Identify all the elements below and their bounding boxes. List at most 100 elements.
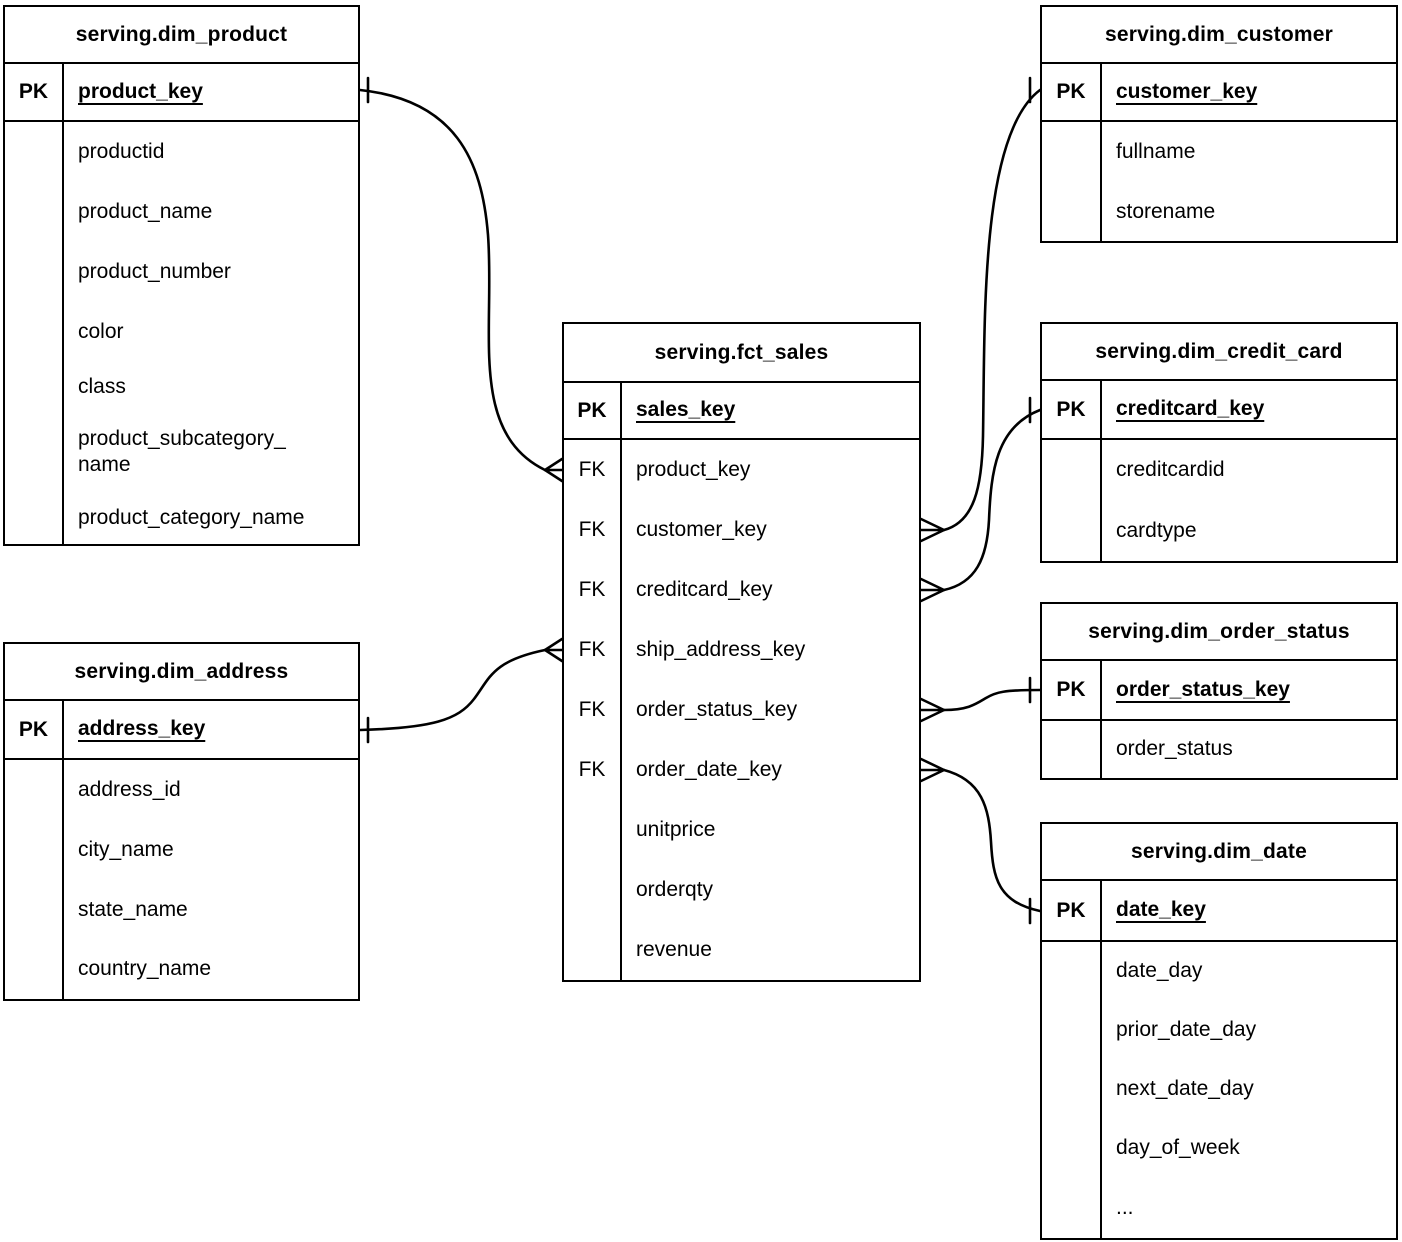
field-row: date_day bbox=[1042, 942, 1396, 1001]
field-customer-key: customer_key bbox=[1116, 79, 1258, 103]
field-fullname: fullname bbox=[1116, 140, 1196, 164]
key-cell bbox=[5, 302, 64, 362]
dim-product-title: serving.dim_product bbox=[5, 7, 358, 64]
field-row: order_status bbox=[1042, 721, 1396, 778]
table-dim-order-status: serving.dim_order_status PK order_status… bbox=[1040, 602, 1398, 780]
field-ellipsis: ... bbox=[1116, 1195, 1134, 1219]
key-cell: PK bbox=[5, 701, 64, 758]
key-cell: FK bbox=[564, 560, 622, 620]
crow-foot-many-marker bbox=[919, 757, 946, 783]
relationship-line bbox=[358, 648, 547, 732]
key-cell: PK bbox=[564, 383, 622, 438]
field-creditcard-key: creditcard_key bbox=[1116, 397, 1265, 421]
field-row: creditcardid bbox=[1042, 440, 1396, 501]
field-cardtype: cardtype bbox=[1116, 518, 1197, 542]
key-cell bbox=[1042, 1060, 1102, 1119]
field-row: storename bbox=[1042, 183, 1396, 241]
dim-order-status-title: serving.dim_order_status bbox=[1042, 604, 1396, 661]
field-row: FK ship_address_key bbox=[564, 620, 919, 680]
pk-row: PK sales_key bbox=[564, 383, 919, 440]
relationship-line bbox=[942, 88, 1042, 532]
pk-row: PK creditcard_key bbox=[1042, 381, 1396, 440]
key-cell: PK bbox=[1042, 881, 1102, 940]
field-row: FK creditcard_key bbox=[564, 560, 919, 620]
pk-row: PK product_key bbox=[5, 64, 358, 122]
field-order-status-key-fk: order_status_key bbox=[636, 697, 798, 721]
field-row: address_id bbox=[5, 760, 358, 820]
field-state-name: state_name bbox=[78, 897, 188, 921]
field-row: class bbox=[5, 362, 358, 412]
key-cell bbox=[564, 860, 622, 920]
field-next-date-day: next_date_day bbox=[1116, 1077, 1254, 1101]
field-order-status-key: order_status_key bbox=[1116, 677, 1290, 701]
key-cell bbox=[5, 492, 64, 544]
field-row: product_name bbox=[5, 182, 358, 242]
field-row: productid bbox=[5, 122, 358, 182]
field-date-day: date_day bbox=[1116, 959, 1203, 983]
key-cell bbox=[5, 760, 64, 820]
field-prior-date-day: prior_date_day bbox=[1116, 1018, 1257, 1042]
field-day-of-week: day_of_week bbox=[1116, 1136, 1240, 1160]
field-row: unitprice bbox=[564, 800, 919, 860]
crow-foot-many-marker bbox=[919, 577, 946, 603]
field-order-date-key-fk: order_date_key bbox=[636, 757, 782, 781]
key-cell bbox=[5, 182, 64, 242]
key-cell bbox=[5, 412, 64, 492]
field-product-number: product_number bbox=[78, 259, 231, 283]
field-row: city_name bbox=[5, 820, 358, 880]
key-cell bbox=[1042, 1178, 1102, 1238]
field-country-name: country_name bbox=[78, 957, 212, 981]
field-row: product_category_name bbox=[5, 492, 358, 544]
field-row: color bbox=[5, 302, 358, 362]
key-cell bbox=[5, 940, 64, 999]
pk-row: PK date_key bbox=[1042, 881, 1396, 942]
field-orderqty: orderqty bbox=[636, 877, 714, 901]
key-cell bbox=[1042, 1119, 1102, 1178]
key-cell bbox=[564, 800, 622, 860]
field-row: FK customer_key bbox=[564, 500, 919, 560]
field-row: ... bbox=[1042, 1178, 1396, 1238]
field-creditcard-key-fk: creditcard_key bbox=[636, 577, 773, 601]
key-cell bbox=[1042, 721, 1102, 778]
field-class: class bbox=[78, 374, 126, 398]
table-dim-customer: serving.dim_customer PK customer_key ful… bbox=[1040, 5, 1398, 243]
field-ship-address-key-fk: ship_address_key bbox=[636, 637, 806, 661]
key-cell bbox=[1042, 183, 1102, 241]
field-row: cardtype bbox=[1042, 501, 1396, 561]
key-cell: FK bbox=[564, 500, 622, 560]
relationship-dim-date-fct-sales bbox=[919, 757, 1042, 925]
field-row: product_number bbox=[5, 242, 358, 302]
field-unitprice: unitprice bbox=[636, 817, 716, 841]
key-cell bbox=[1042, 440, 1102, 501]
pk-row: PK customer_key bbox=[1042, 64, 1396, 122]
key-cell bbox=[564, 920, 622, 980]
key-cell bbox=[1042, 122, 1102, 183]
field-row: day_of_week bbox=[1042, 1119, 1396, 1178]
field-product-key: product_key bbox=[78, 79, 203, 103]
field-row: next_date_day bbox=[1042, 1060, 1396, 1119]
key-cell bbox=[5, 820, 64, 880]
relationship-dim-address-fct-sales bbox=[358, 637, 564, 744]
field-product-key-fk: product_key bbox=[636, 457, 751, 481]
field-row: product_subcategory_name bbox=[5, 412, 358, 492]
relationship-dim-credit-card-fct-sales bbox=[919, 396, 1042, 603]
key-cell: FK bbox=[564, 440, 622, 500]
field-storename: storename bbox=[1116, 199, 1216, 223]
field-date-key: date_key bbox=[1116, 898, 1206, 922]
field-row: FK order_date_key bbox=[564, 740, 919, 800]
key-cell: PK bbox=[1042, 381, 1102, 438]
key-cell bbox=[1042, 1001, 1102, 1060]
field-row: state_name bbox=[5, 880, 358, 940]
key-cell: FK bbox=[564, 680, 622, 740]
table-dim-product: serving.dim_product PK product_key produ… bbox=[3, 5, 360, 546]
field-row: revenue bbox=[564, 920, 919, 980]
key-cell bbox=[5, 362, 64, 412]
key-cell bbox=[5, 880, 64, 940]
dim-customer-title: serving.dim_customer bbox=[1042, 7, 1396, 64]
field-row: orderqty bbox=[564, 860, 919, 920]
dim-credit-card-title: serving.dim_credit_card bbox=[1042, 324, 1396, 381]
key-cell bbox=[1042, 501, 1102, 561]
key-cell bbox=[5, 122, 64, 182]
field-revenue: revenue bbox=[636, 937, 712, 961]
dim-date-title: serving.dim_date bbox=[1042, 824, 1396, 881]
